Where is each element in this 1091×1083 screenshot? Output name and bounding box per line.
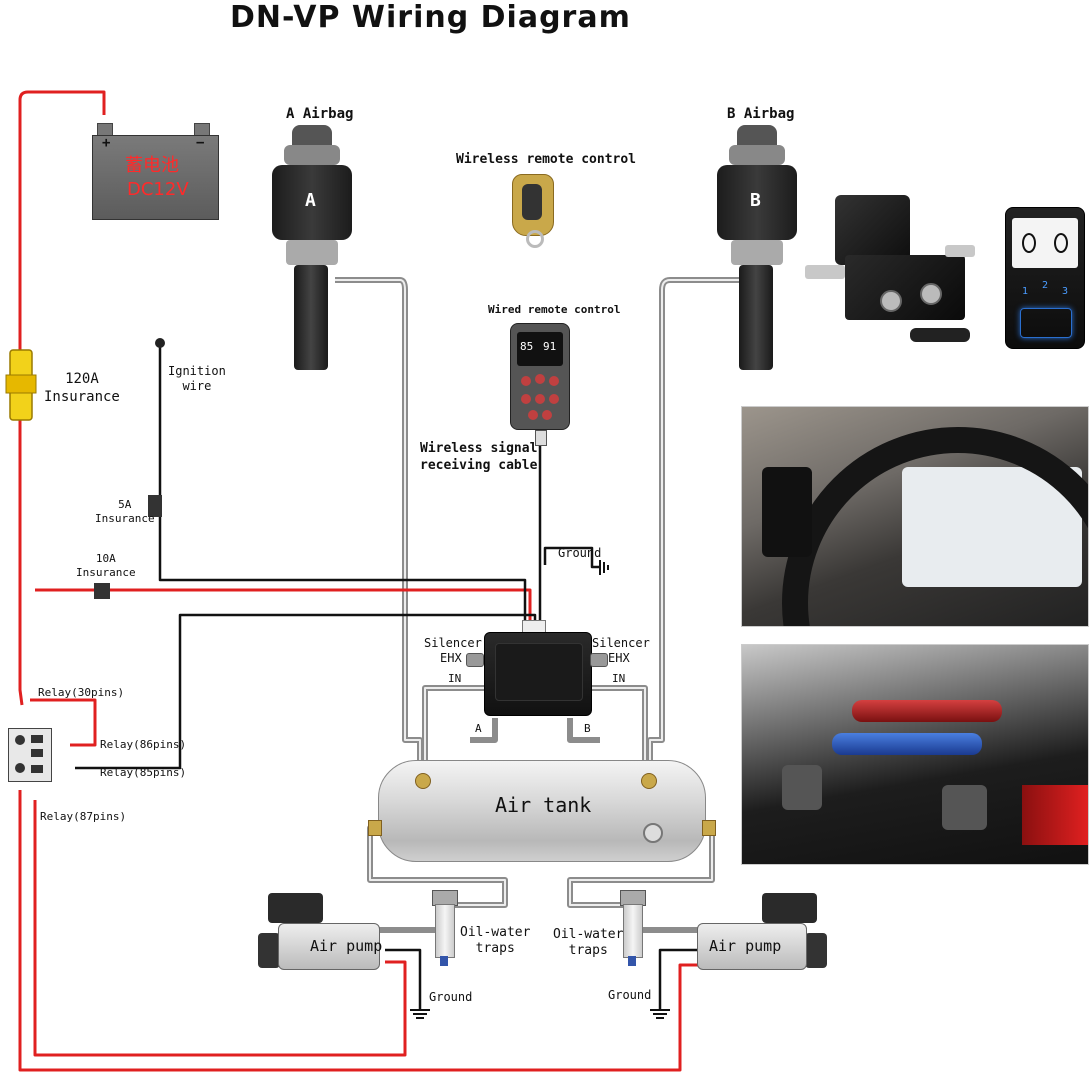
relay (8, 728, 52, 782)
oil-water-trap-left (432, 890, 458, 970)
battery-minus-sign: − (196, 135, 205, 151)
port-b-label: B (584, 722, 591, 735)
oil-water-right-label: Oil-water traps (553, 927, 624, 958)
car-trunk-photo (741, 644, 1089, 865)
tank-fitting-right (641, 773, 657, 789)
valve-block-photo (805, 195, 975, 345)
wired-remote-label: Wired remote control (488, 303, 621, 316)
silencer-left-label: Silencer EHX (424, 636, 482, 665)
wired-remote: 85 91 (510, 323, 570, 430)
oil-water-left-label: Oil-water traps (460, 925, 531, 956)
air-pump-left-label: Air pump (310, 937, 383, 955)
black-wires (75, 345, 700, 1010)
relay-87-label: Relay(87pins) (40, 810, 127, 823)
car-interior-photo (741, 406, 1089, 627)
red-wires (18, 90, 700, 1072)
wireless-remote-fob (508, 174, 556, 248)
battery-label-voltage: DC12V (127, 179, 189, 200)
relay-30-label: Relay(30pins) (38, 686, 125, 699)
tank-drain (643, 823, 663, 843)
panel-button-3: 3 (1062, 286, 1069, 297)
silencer-right-label: Silencer EHX (592, 636, 650, 665)
key-fob-photo (910, 328, 970, 342)
ground-symbols (410, 560, 670, 1019)
oil-water-trap-right (620, 890, 646, 970)
ground-top-label: Ground (558, 546, 602, 560)
air-pump-right: Air pump (697, 893, 827, 975)
diagram-title: DN-VP Wiring Diagram (230, 0, 631, 35)
battery-label-cn: 蓄电池 (125, 155, 179, 176)
valve-controller (484, 632, 592, 716)
relay-85-label: Relay(85pins) (100, 766, 187, 779)
battery-plus-sign: + (102, 135, 111, 151)
airbag-b-label: B Airbag (727, 106, 795, 122)
battery: + − 蓄电池 DC12V (92, 123, 219, 220)
control-panel-photo: 1 2 3 (1005, 207, 1085, 349)
fuses (5, 338, 165, 599)
relay-86-label: Relay(86pins) (100, 738, 187, 751)
in-left-label: IN (448, 672, 462, 685)
wired-remote-left-value: 85 (520, 340, 534, 353)
insurance-120a-label: 120A Insurance (44, 371, 120, 405)
airbag-a: A (272, 125, 352, 375)
in-right-label: IN (612, 672, 626, 685)
panel-button-2: 2 (1042, 280, 1049, 291)
antenna-connector (535, 430, 547, 446)
tank-side-fitting-right (702, 820, 716, 836)
tank-fitting-left (415, 773, 431, 789)
ignition-wire-label: Ignition wire (168, 364, 226, 393)
air-tank-label: Air tank (495, 793, 592, 817)
silencer-left (466, 653, 484, 667)
wireless-remote-label: Wireless remote control (456, 152, 637, 167)
airbag-a-letter: A (305, 190, 316, 211)
air-pump-left: Air pump (258, 893, 388, 975)
panel-button-1: 1 (1022, 286, 1029, 297)
insurance-5a-label: 5A Insurance (95, 498, 155, 525)
silencer-right (590, 653, 608, 667)
port-a-label: A (475, 722, 482, 735)
air-tank: Air tank (378, 760, 706, 862)
tank-side-fitting-left (368, 820, 382, 836)
airbag-b: B (717, 125, 797, 375)
wired-remote-right-value: 91 (543, 340, 557, 353)
ground-left-label: Ground (429, 990, 473, 1004)
air-pump-right-label: Air pump (709, 937, 782, 955)
airbag-a-label: A Airbag (286, 106, 354, 122)
ground-right-label: Ground (608, 988, 652, 1002)
insurance-10a-label: 10A Insurance (76, 552, 136, 579)
airbag-b-letter: B (750, 190, 761, 211)
wireless-signal-label: Wireless signal receiving cable (420, 441, 538, 473)
